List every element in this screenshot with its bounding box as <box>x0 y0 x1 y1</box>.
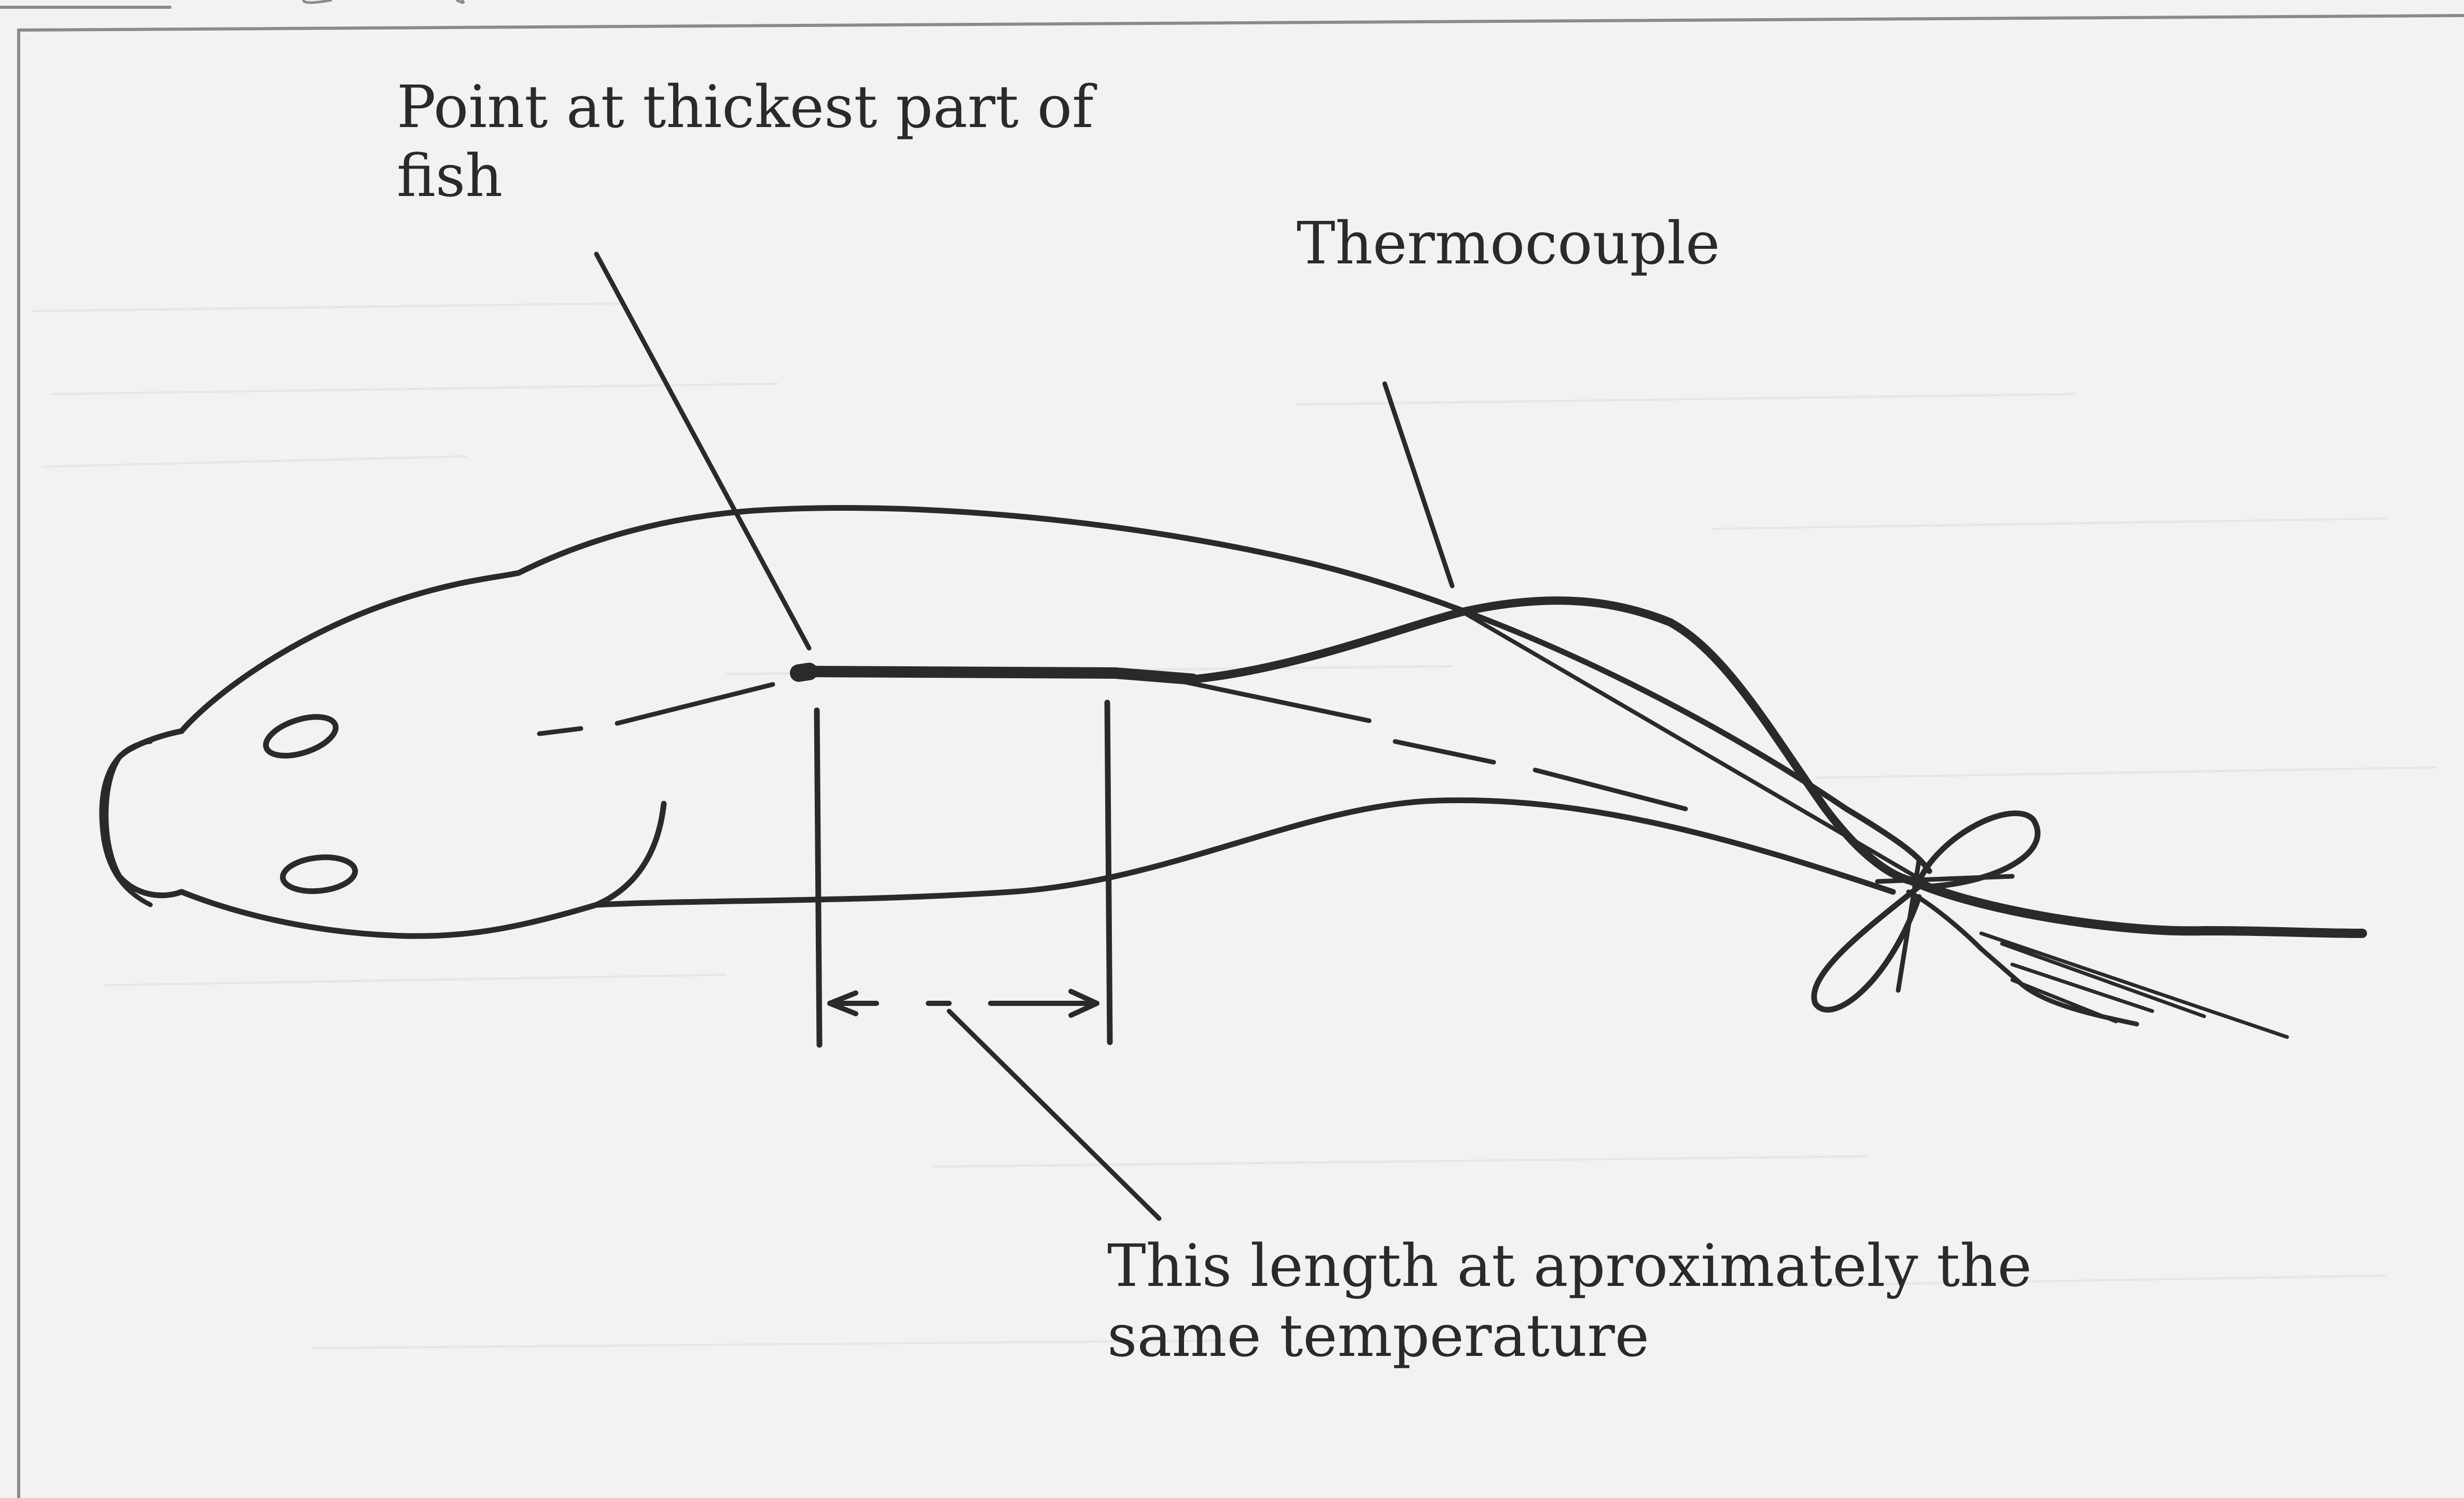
label-thickest-point-line2: fish <box>397 143 503 210</box>
label-length-line1: This length at aproximately the <box>1107 1233 2032 1300</box>
label-thickest-point-line1: Point at thickest part of <box>397 74 1097 141</box>
probe-tip <box>799 671 809 673</box>
measure-tick-left <box>817 710 819 1045</box>
measure-tick-right <box>1107 703 1110 1042</box>
label-length-line2: same temperature <box>1107 1303 1649 1370</box>
label-thermocouple: Thermocouple <box>1297 210 1720 277</box>
